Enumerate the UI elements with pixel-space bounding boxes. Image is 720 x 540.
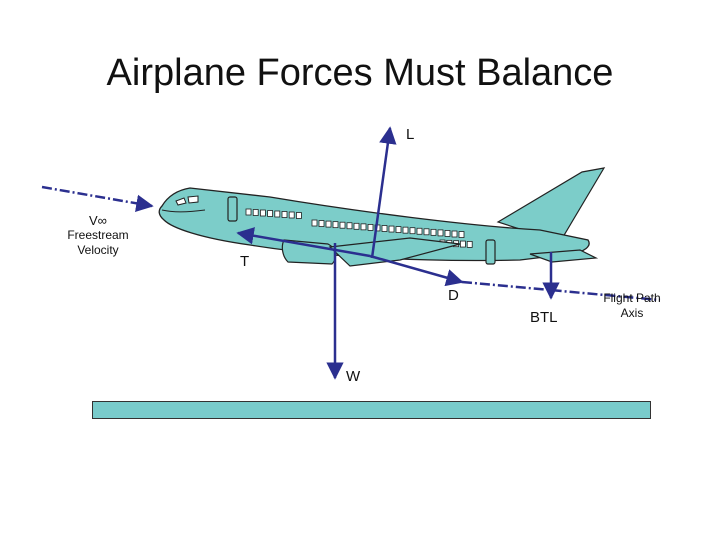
window <box>325 220 332 228</box>
window <box>381 225 388 232</box>
window <box>395 226 402 234</box>
window <box>274 210 281 218</box>
window <box>281 211 288 218</box>
window <box>245 208 252 216</box>
window <box>430 228 437 236</box>
window <box>332 221 339 229</box>
weight-label: W <box>346 368 361 385</box>
engine <box>281 239 337 265</box>
lift-label: L <box>406 126 415 143</box>
drag-arrow <box>369 254 464 287</box>
window <box>367 223 374 231</box>
passenger-windows <box>245 208 473 248</box>
lift-arrow <box>370 126 397 259</box>
flight-path-axis <box>461 280 661 302</box>
v-infinity-symbol: V∞ <box>89 213 107 228</box>
window <box>353 222 360 230</box>
thrust-arrow <box>236 227 371 258</box>
window <box>388 225 395 233</box>
window <box>444 230 451 237</box>
window <box>437 229 444 237</box>
diagram-title: Airplane Forces Must Balance <box>106 52 614 94</box>
window <box>402 226 409 234</box>
freestream-velocity-label: V∞ Freestream Velocity <box>58 213 138 258</box>
rear-door <box>485 239 496 265</box>
window <box>259 209 266 217</box>
window <box>346 222 353 230</box>
drag-label: D <box>448 287 459 304</box>
ground <box>92 401 651 419</box>
thrust-label: T <box>240 253 250 270</box>
window <box>252 209 259 216</box>
window <box>311 219 318 227</box>
window <box>288 211 295 219</box>
wing <box>328 237 461 267</box>
window <box>423 228 430 236</box>
window <box>451 230 458 238</box>
btl-label: BTL <box>530 309 558 326</box>
freestream-velocity-arrow <box>41 185 154 212</box>
window <box>339 221 346 229</box>
window <box>458 231 465 238</box>
window <box>466 240 473 248</box>
window <box>318 220 325 227</box>
nose-line <box>161 209 206 213</box>
window <box>267 210 274 217</box>
window <box>295 212 302 219</box>
window <box>459 240 466 248</box>
window <box>360 223 367 231</box>
flight-path-axis-label: Flight Path Axis <box>603 291 661 320</box>
front-door <box>227 196 238 222</box>
window <box>409 227 416 235</box>
horizontal-stabilizer <box>529 249 599 263</box>
window <box>416 227 423 235</box>
cockpit-windows <box>175 195 199 206</box>
